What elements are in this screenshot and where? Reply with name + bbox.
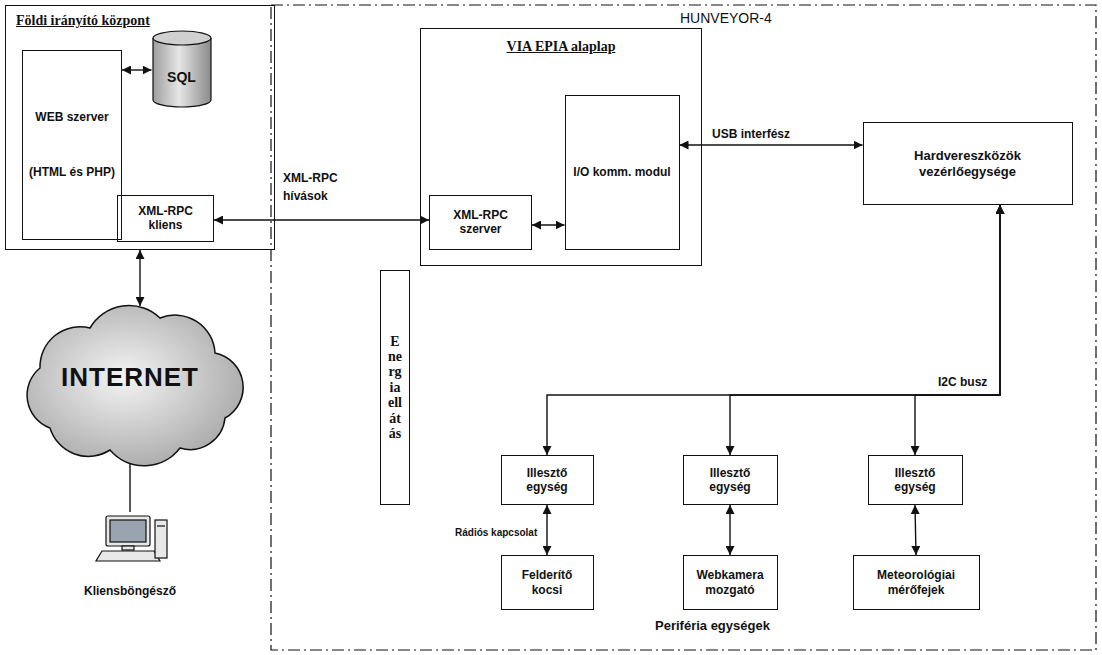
connector-arrow [122, 69, 152, 70]
cloud-shape [27, 306, 243, 466]
node-label: Kliensböngésző [84, 584, 176, 598]
connector-arrow [730, 205, 1000, 455]
server-box: WEB szerver (HTML és PHP) [22, 50, 122, 240]
peripheral-box: Felderítő kocsi [501, 555, 594, 610]
interface-box: Illesztő egység [868, 455, 963, 505]
browser-computer: Kliensböngésző [75, 512, 185, 602]
node-label: INTERNET [61, 362, 199, 393]
interface-box: Illesztő egység [683, 455, 778, 505]
cylinder-top [153, 31, 211, 45]
control-center-box: Földi irányító központWEB szerver (HTML é… [5, 5, 275, 250]
connector-arrow [214, 219, 429, 220]
boundary-outline [270, 4, 1097, 651]
node-label: Energiaellátás [388, 334, 402, 442]
computer-icon [96, 516, 167, 561]
connector-arrow [547, 205, 1000, 455]
dash-dot-border [271, 5, 1096, 650]
controller-box: Hardvereszközök vezérlőegysége [863, 122, 1073, 205]
peripheral-box: Webkamera mozgató [683, 555, 778, 610]
cylinder-outline [152, 30, 212, 108]
node-label: Illesztő egység [873, 466, 958, 495]
stand-symbol [122, 546, 134, 550]
connector-arrow [546, 505, 547, 555]
node-label: Meteorológiai mérőfejek [858, 568, 975, 597]
keyboard-symbol [96, 551, 160, 561]
edge-label: Rádiós kapcsolat [455, 527, 537, 538]
motherboard-box: VIA EPIA alaplapXML-RPC szerver I/O komm.… [420, 28, 702, 266]
edge-label-box: XML-RPC hívások [283, 168, 353, 204]
connector-arrow [139, 250, 140, 306]
edge-label: XML-RPC hívások [283, 171, 338, 203]
node-label: XML-RPC szerver [434, 208, 527, 237]
node-label: Hardvereszközök vezérlőegysége [868, 148, 1068, 179]
peripheral-box: Meteorológiai mérőfejek [853, 555, 980, 610]
node-label: Webkamera mozgató [688, 568, 773, 597]
label-box: Periféria egységek [655, 616, 770, 634]
tower-symbol [155, 520, 167, 558]
edge-label-box: Rádiós kapcsolat [455, 522, 545, 540]
client-box: XML-RPC kliens [117, 195, 214, 242]
label-box: I2C busz [938, 372, 987, 390]
power-supply-box: Energiaellátás [380, 270, 410, 505]
system-boundary: HUNVEYOR-4VIA EPIA alaplapXML-RPC szerve… [270, 4, 1097, 651]
connector-line [129, 464, 130, 512]
region-label: Periféria egységek [655, 618, 770, 633]
connector-arrow [915, 205, 1000, 455]
internet-cloud: INTERNET [10, 288, 250, 468]
connector-arrow [532, 224, 565, 225]
node-label: SQL [167, 69, 196, 86]
connector-arrow [729, 505, 730, 555]
io-module-box: I/O komm. modul [565, 95, 680, 250]
group-heading: HUNVEYOR-4 [680, 10, 1097, 27]
screen-symbol [110, 520, 146, 542]
group-heading: VIA EPIA alaplap [421, 39, 701, 56]
node-label: XML-RPC kliens [122, 204, 209, 233]
edge-label-box: USB interfész [712, 124, 832, 142]
node-label: Illesztő egység [688, 466, 773, 495]
connector-arrow [915, 505, 916, 555]
interface-box: Illesztő egység [501, 455, 594, 505]
connector-arrow [680, 144, 863, 145]
monitor-symbol [106, 516, 150, 546]
node-label: I/O komm. modul [573, 165, 670, 179]
node-label: WEB szerver [35, 110, 108, 124]
node-label: Felderítő kocsi [506, 568, 589, 597]
database-cylinder: SQL [152, 30, 212, 108]
group-heading: Földi irányító központ [16, 13, 264, 30]
edge-label: USB interfész [712, 127, 790, 141]
drive-symbol [157, 525, 165, 526]
server-box: XML-RPC szerver [429, 195, 532, 250]
bus-label: I2C busz [938, 375, 987, 389]
cylinder-body [153, 38, 211, 107]
node-label: (HTML és PHP) [29, 165, 115, 179]
node-label: Illesztő egység [506, 466, 589, 495]
